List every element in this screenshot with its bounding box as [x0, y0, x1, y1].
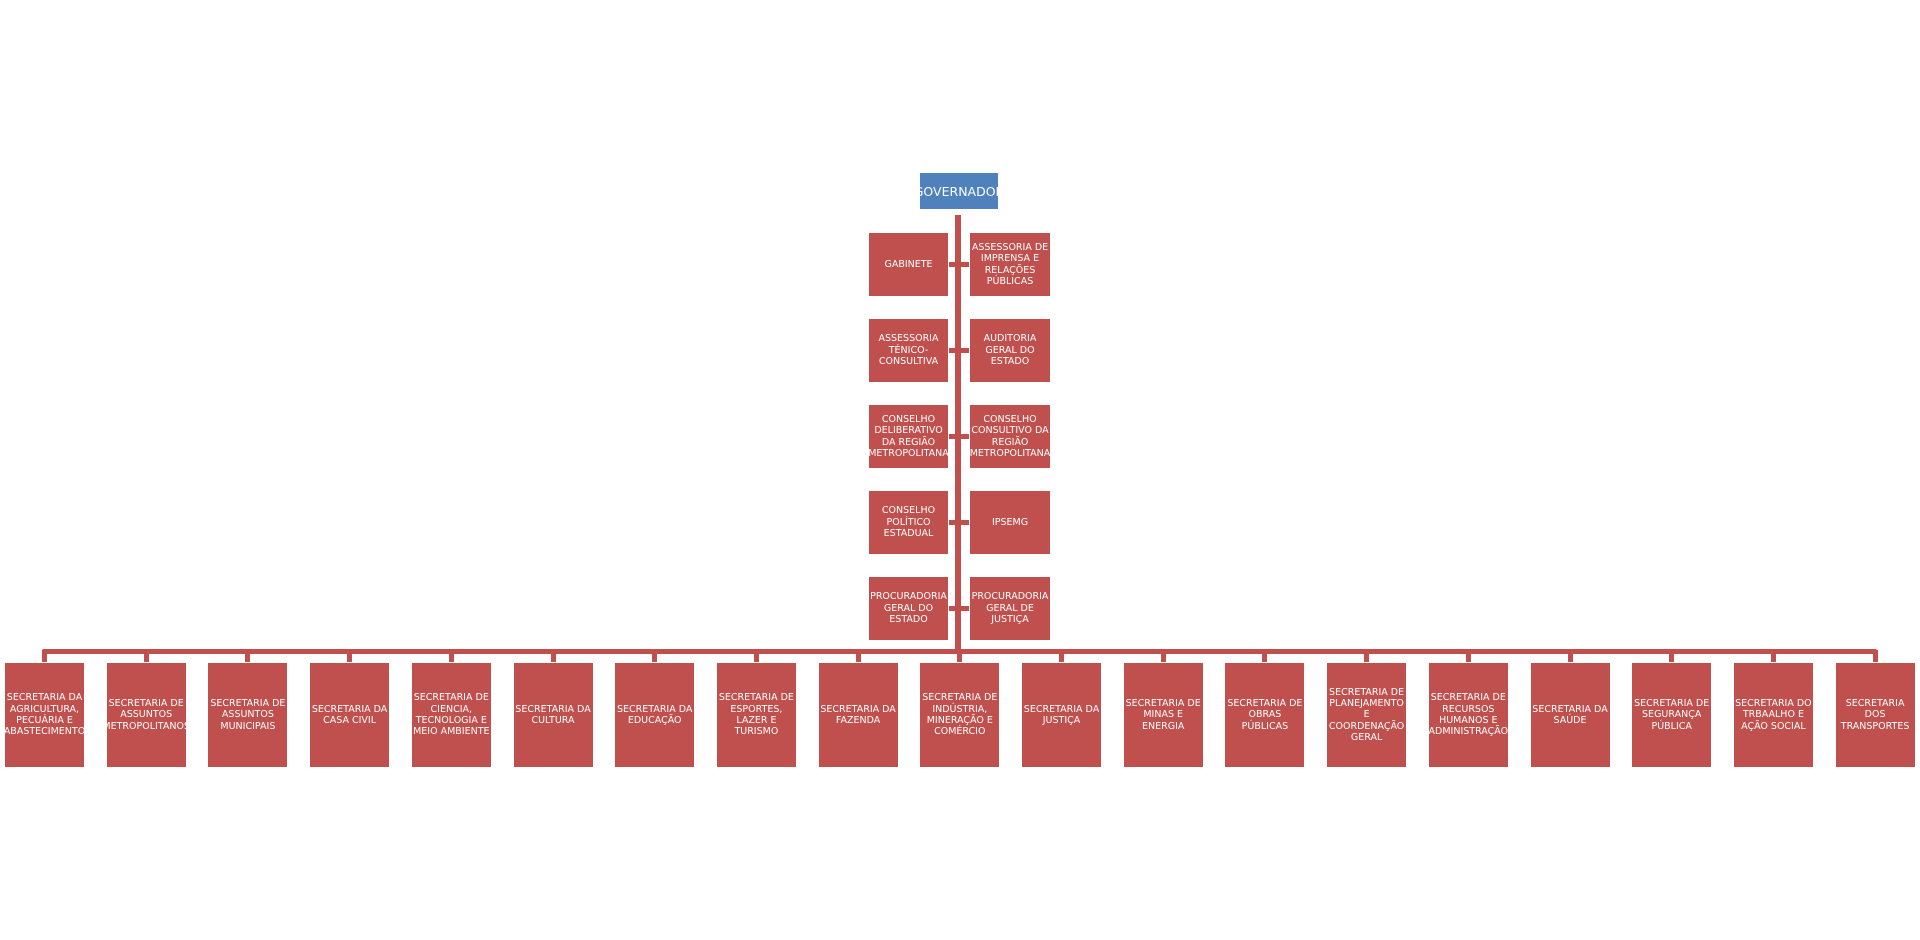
- secretaria-node[interactable]: SECRETARIA DE MINAS E ENERGIA: [1123, 663, 1203, 767]
- secretaria-connector: [1364, 650, 1370, 662]
- secretaria-connector: [1669, 650, 1675, 662]
- root-node-governador[interactable]: GOVERNADOR: [920, 173, 998, 209]
- secretaria-connector: [753, 650, 759, 662]
- secretaria-node[interactable]: SECRETARIA DE SEGURANÇA PÚBLICA: [1632, 663, 1712, 767]
- staff-connector: [949, 434, 969, 439]
- secretaria-connector: [957, 650, 963, 662]
- staff-node-left[interactable]: GABINETE: [869, 233, 948, 296]
- staff-node-left[interactable]: PROCURADORIA GERAL DO ESTADO: [869, 577, 948, 640]
- secretaria-node[interactable]: SECRETARIA DA FAZENDA: [818, 663, 898, 767]
- secretaria-connector: [1465, 650, 1471, 662]
- secretaria-node[interactable]: SECRETARIA DE ASSUNTOS METROPOLITANOS: [106, 663, 186, 767]
- secretaria-connector: [42, 650, 47, 662]
- secretaria-node[interactable]: SECRETARIA DA SAÚDE: [1530, 663, 1610, 767]
- secretaria-connector: [652, 650, 658, 662]
- staff-connector: [949, 606, 969, 611]
- secretaria-connector: [347, 650, 353, 662]
- secretaria-connector: [1567, 650, 1573, 662]
- secretaria-connector: [448, 650, 454, 662]
- staff-node-right[interactable]: PROCURADORIA GERAL DE JUSTIÇA: [970, 577, 1050, 640]
- secretaria-connector: [1160, 650, 1166, 662]
- secretaria-connector: [1059, 650, 1064, 662]
- staff-node-right[interactable]: AUDITORIA GERAL DO ESTADO: [970, 319, 1050, 382]
- staff-connector: [949, 348, 969, 353]
- secretaria-connector: [1262, 650, 1268, 662]
- secretaria-node[interactable]: SECRETARIA DE INDÚSTRIA, MINERAÇÃO E COM…: [920, 663, 1000, 767]
- secretaria-node[interactable]: SECRETARIA DO TRBAALHO E AÇÃO SOCIAL: [1733, 663, 1813, 767]
- secretaria-node[interactable]: SECRETARIA DE OBRAS PÚBLICAS: [1225, 663, 1305, 767]
- secretaria-connector: [143, 650, 149, 662]
- staff-node-right[interactable]: IPSEMG: [970, 491, 1050, 554]
- secretaria-connector: [550, 650, 556, 662]
- secretaria-node[interactable]: SECRETARIA DA EDUCAÇÃO: [615, 663, 695, 767]
- secretaria-node[interactable]: SECRETARIA DA CASA CIVIL: [310, 663, 390, 767]
- secretaria-connector: [1770, 650, 1776, 662]
- secretaria-node[interactable]: SECRETARIA DA AGRICULTURA, PECUÁRIA E AB…: [5, 663, 84, 767]
- secretaria-node[interactable]: SECRETARIA DE PLANEJAMENTO E COORDENAÇÃO…: [1327, 663, 1407, 767]
- staff-node-right[interactable]: ASSESSORIA DE IMPRENSA E RELAÇÕES PÚBLIC…: [970, 233, 1050, 296]
- secretaria-node[interactable]: SECRETARIA DE RECURSOS HUMANOS E ADMINIS…: [1428, 663, 1508, 767]
- secretaria-node[interactable]: SECRETARIA DA JUSTIÇA: [1022, 663, 1101, 767]
- secretaria-node[interactable]: SECRETARIA DE ASSUNTOS MUNICIPAIS: [208, 663, 288, 767]
- staff-node-right[interactable]: CONSELHO CONSULTIVO DA REGIÃO METROPOLIT…: [970, 405, 1050, 468]
- staff-connector: [949, 520, 969, 525]
- staff-node-left[interactable]: ASSESSORIA TÉNICO-CONSULTIVA: [869, 319, 948, 382]
- secretaria-node[interactable]: SECRETARIA DOS TRANSPORTES: [1835, 663, 1915, 767]
- secretaria-connector: [245, 650, 251, 662]
- secretaria-node[interactable]: SECRETARIA DA CULTURA: [513, 663, 593, 767]
- staff-node-left[interactable]: CONSELHO DELIBERATIVO DA REGIÃO METROPOL…: [869, 405, 948, 468]
- secretaria-connector: [855, 650, 861, 662]
- secretaria-node[interactable]: SECRETARIA DE ESPORTES, LAZER E TURISMO: [716, 663, 796, 767]
- staff-node-left[interactable]: CONSELHO POLÍTICO ESTADUAL: [869, 491, 948, 554]
- secretaria-node[interactable]: SECRETARIA DE CIENCIA, TECNOLOGIA E MEIO…: [411, 663, 491, 767]
- staff-connector: [949, 262, 969, 267]
- secretaria-connector: [1872, 650, 1878, 662]
